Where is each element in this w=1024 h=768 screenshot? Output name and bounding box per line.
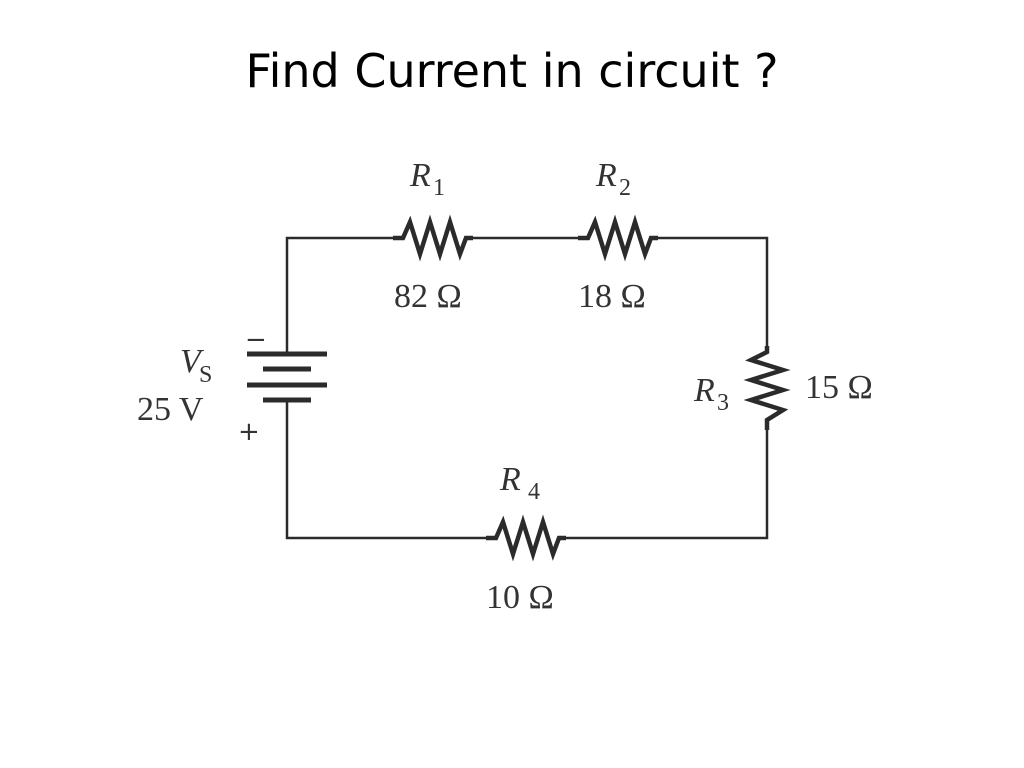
resistor-r4-zigzag — [486, 514, 566, 562]
resistor-r4-value: 10 Ω — [486, 579, 554, 616]
resistor-r1-value: 82 Ω — [394, 278, 462, 315]
wire-bottom-right — [566, 430, 769, 540]
battery-symbol — [247, 351, 327, 403]
battery-positive-sign: + — [238, 417, 260, 447]
resistor-r4-symbol: R — [499, 461, 521, 498]
wire-top-right — [658, 236, 769, 346]
resistor-r2-symbol: R — [595, 157, 617, 194]
resistor-r1-symbol: R — [409, 157, 431, 194]
source-subscript: S — [199, 362, 212, 388]
wire-bottom-left — [285, 400, 486, 540]
resistor-r3-zigzag — [743, 346, 791, 430]
source-value: 25 V — [137, 391, 204, 428]
slide-title: Find Current in circuit ? — [245, 44, 779, 98]
resistor-r3-symbol: R — [693, 372, 715, 409]
resistor-r3-subscript: 3 — [717, 390, 729, 416]
battery-negative-sign: − — [245, 325, 267, 355]
resistor-r2-zigzag — [578, 214, 658, 262]
wire-top-left — [285, 236, 393, 354]
resistor-r2-value: 18 Ω — [578, 278, 646, 315]
circuit-wires — [285, 236, 769, 540]
resistor-r4-subscript: 4 — [528, 479, 540, 505]
resistor-r1-subscript: 1 — [433, 175, 445, 201]
resistor-r2-subscript: 2 — [619, 175, 631, 201]
resistor-r1-zigzag — [393, 214, 473, 262]
resistor-r3-value: 15 Ω — [805, 369, 873, 406]
